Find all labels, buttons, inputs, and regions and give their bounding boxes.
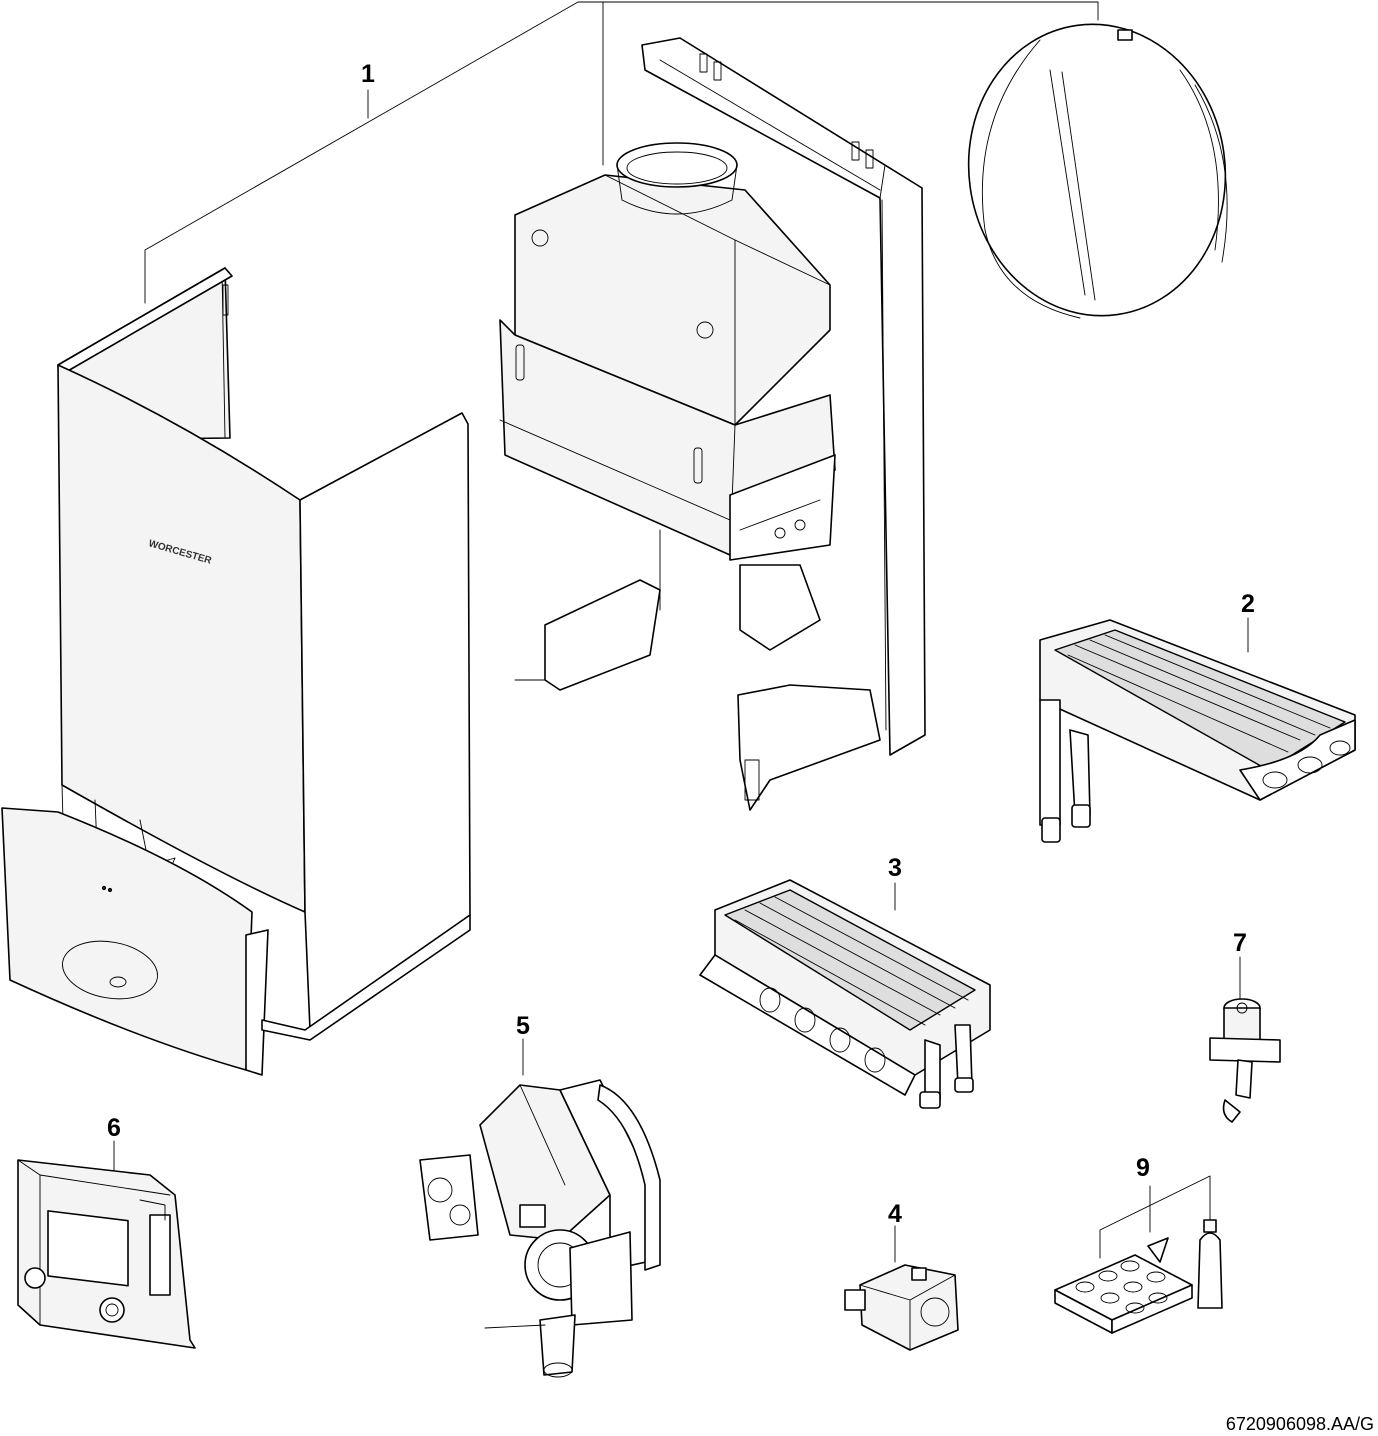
callout-5: 5 [516,1012,530,1040]
outer-casing: WORCESTER [1,267,471,1076]
reference-code: 6720906098.AA/G [1226,1414,1374,1434]
diverter-valve [1209,998,1281,1123]
callout-7: 7 [1233,929,1247,957]
callout-numbers: 1 2 3 4 5 6 7 9 [107,60,1255,1228]
burner-assembly [699,879,991,1109]
boiler-chassis [499,37,926,811]
gas-valve [844,1264,959,1351]
leader-lines [113,1,1249,1263]
callout-1: 1 [361,60,375,88]
primary-heat-exchanger [1039,619,1356,843]
pump-hydraulic-assembly [419,1079,661,1378]
expansion-vessel [967,23,1228,319]
callout-9: 9 [1136,1154,1150,1182]
callout-6: 6 [107,1114,121,1142]
callout-2: 2 [1241,590,1255,618]
callout-4: 4 [888,1200,902,1228]
callout-3: 3 [888,854,902,882]
seal-kit [1054,1219,1223,1334]
control-panel [17,1159,196,1349]
